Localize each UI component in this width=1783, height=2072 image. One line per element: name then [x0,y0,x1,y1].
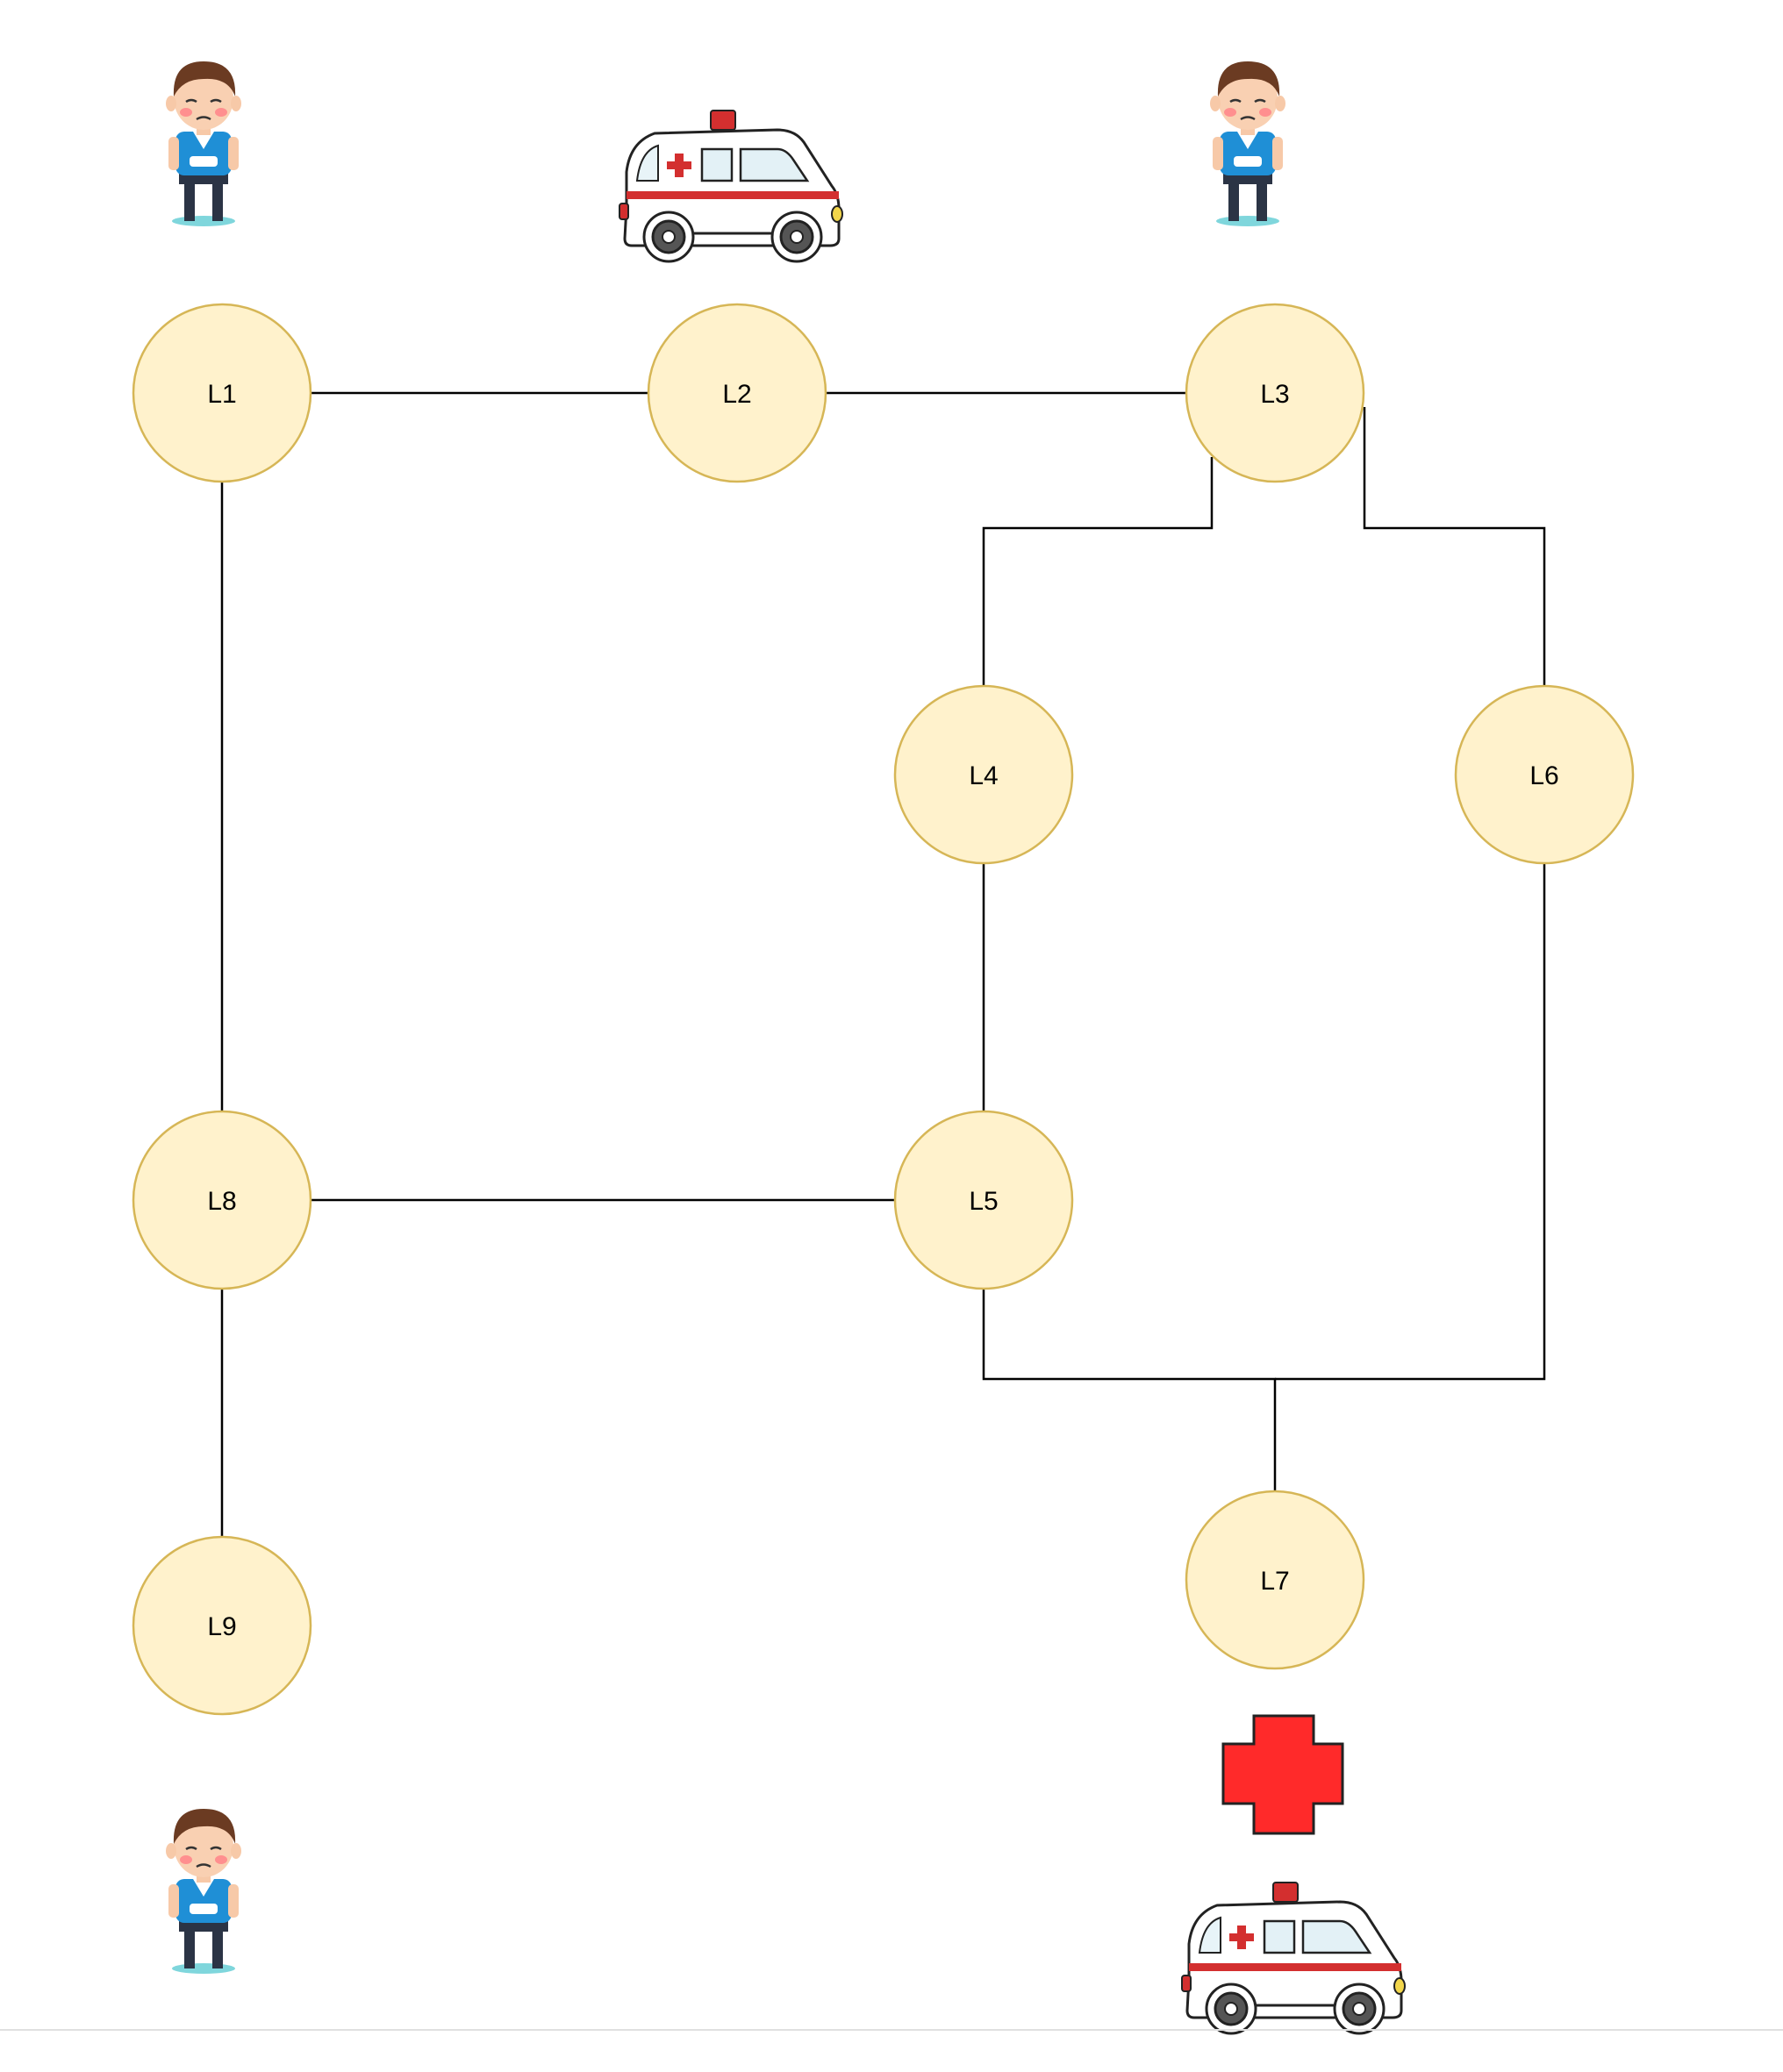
node-L9[interactable]: L9 [132,1535,312,1716]
node-label: L9 [207,1612,236,1641]
edges [220,391,1546,1537]
node-L1[interactable]: L1 [132,303,312,483]
node-label: L7 [1260,1567,1289,1596]
node-label: L6 [1529,761,1558,790]
node-L4[interactable]: L4 [893,684,1074,865]
bottom-divider [0,2029,1783,2031]
node-label: L5 [969,1187,998,1216]
hospital-cross-icon [1221,1714,1344,1835]
node-label: L4 [969,761,998,790]
edge-L6-L7 [1275,863,1546,1381]
patient-icon [1208,60,1287,228]
node-label: L3 [1260,380,1289,409]
ambulance-icon [618,109,844,263]
edge-L3-L4 [982,457,1214,686]
node-label: L1 [207,380,236,409]
patient-icon [164,1807,243,1976]
edge-L5-L7 [982,1289,1277,1491]
node-label: L8 [207,1187,236,1216]
edge-L3-L6 [1363,407,1546,686]
ambulance-icon [1180,1881,1407,2035]
patient-icon [164,60,243,228]
node-L5[interactable]: L5 [893,1110,1074,1290]
node-L3[interactable]: L3 [1185,303,1365,483]
node-L8[interactable]: L8 [132,1110,312,1290]
node-L6[interactable]: L6 [1454,684,1635,865]
node-L7[interactable]: L7 [1185,1490,1365,1670]
node-L2[interactable]: L2 [647,303,827,483]
node-label: L2 [722,380,751,409]
